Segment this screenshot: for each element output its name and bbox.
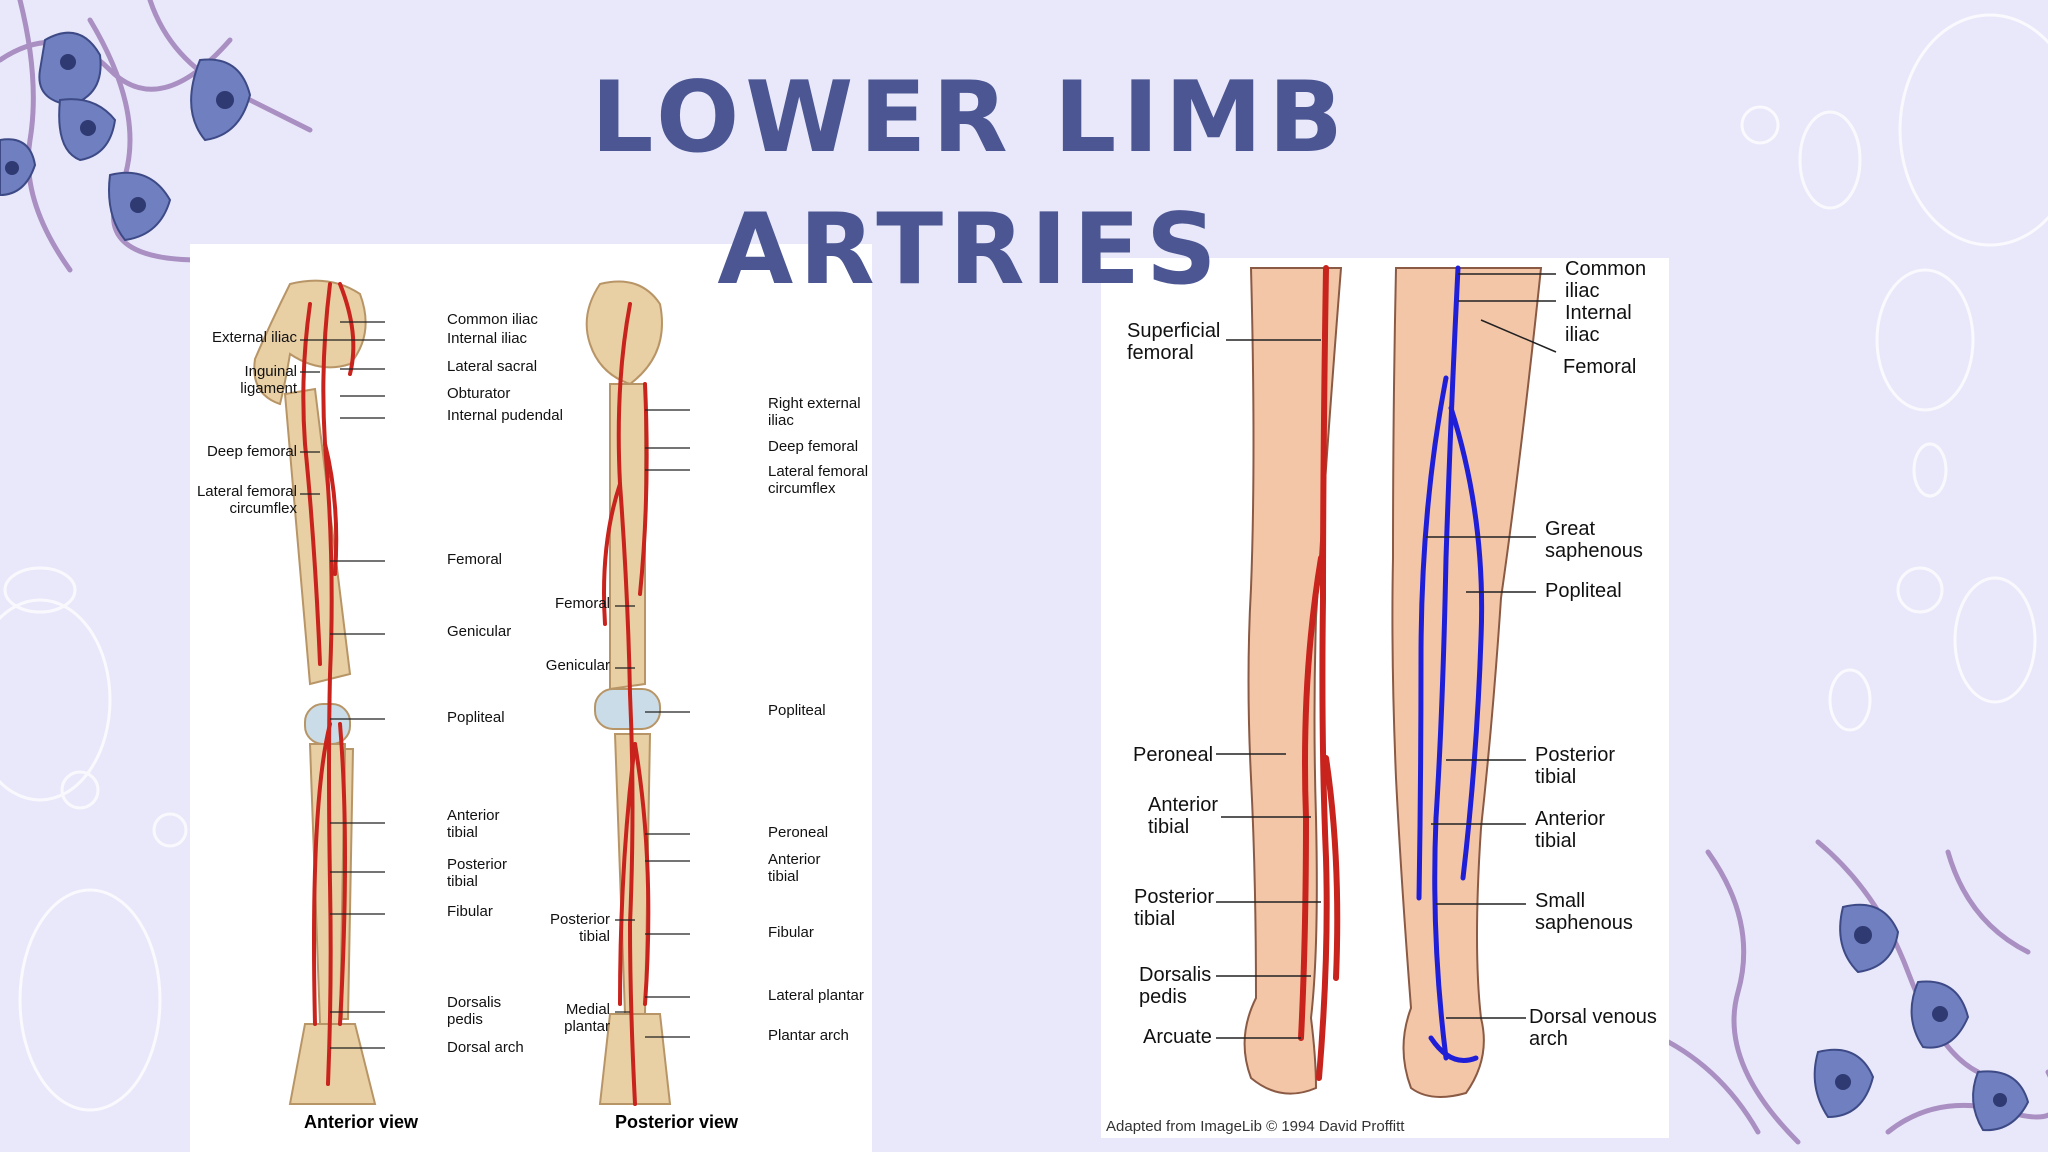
- label-internal-pudendal: Internal pudendal: [447, 407, 563, 424]
- label-anterior-tibial: Anterior tibial: [447, 807, 500, 841]
- label-deep-femoral: Deep femoral: [206, 443, 297, 460]
- label-dorsalis-pedis-artery: Dorsalis pedis: [1139, 964, 1212, 1008]
- label-posterior-tibial-vein: Posterior tibial: [1535, 744, 1616, 788]
- label-dorsal-venous-arch: Dorsal venous arch: [1529, 1006, 1657, 1050]
- label-internal-iliac: Internal iliac: [447, 330, 528, 347]
- label-post-lateral-plantar: Lateral plantar: [768, 987, 864, 1004]
- anterior-posterior-artery-diagram: External iliac Inguinal ligament Deep fe…: [190, 244, 872, 1152]
- legs-artery-vein-illustration: [1216, 265, 1557, 1098]
- label-superficial-femoral: Superficial femoral: [1127, 320, 1221, 364]
- caption-posterior-view: Posterior view: [615, 1112, 739, 1132]
- label-post-popliteal: Popliteal: [768, 702, 826, 719]
- label-popliteal: Popliteal: [447, 709, 505, 726]
- label-post-anterior-tibial: Anterior tibial: [768, 851, 821, 885]
- label-lateral-sacral: Lateral sacral: [447, 358, 538, 375]
- label-post-posterior-tibial: Posterior tibial: [549, 911, 610, 945]
- decorative-cells-top-left: [0, 0, 313, 273]
- anterior-pelvis: [253, 279, 367, 406]
- image-credit: Adapted from ImageLib © 1994 David Proff…: [1106, 1118, 1405, 1135]
- label-lateral-femoral-circumflex: Lateral femoral circumflex: [196, 483, 297, 517]
- label-post-deep-femoral: Deep femoral: [768, 438, 859, 455]
- anterior-foot: [288, 1023, 377, 1105]
- label-post-medial-plantar: Medial plantar: [564, 1001, 610, 1035]
- right-diagram-veins: [1416, 265, 1485, 1063]
- label-small-saphenous: Small saphenous: [1535, 890, 1633, 934]
- label-posterior-tibial: Posterior tibial: [447, 856, 508, 890]
- leader-lines: [300, 321, 690, 1049]
- label-common-iliac-vein: Common iliac: [1565, 258, 1647, 302]
- title-line-2: ARTRIES: [717, 193, 1223, 307]
- slide-title: LOWER LIMB ARTRIES: [560, 52, 1380, 316]
- right-leg-skin: [1391, 267, 1543, 1098]
- label-post-femoral: Femoral: [554, 595, 610, 612]
- label-peroneal: Peroneal: [1133, 744, 1214, 766]
- label-anterior-tibial-artery: Anterior tibial: [1148, 794, 1219, 838]
- leg-artery-illustration: [253, 279, 690, 1106]
- title-line-1: LOWER LIMB: [590, 61, 1349, 175]
- label-external-iliac: External iliac: [211, 329, 297, 346]
- label-right-external-iliac: Right external iliac: [768, 395, 861, 429]
- label-post-peroneal: Peroneal: [768, 824, 829, 841]
- label-post-plantar-arch: Plantar arch: [768, 1027, 849, 1044]
- label-post-lateral-femoral-circumflex: Lateral femoral circumflex: [768, 463, 869, 497]
- label-anterior-tibial-vein: Anterior tibial: [1535, 808, 1606, 852]
- left-leg-skin: [1243, 267, 1343, 1095]
- posterior-knee: [594, 688, 661, 730]
- label-common-iliac: Common iliac: [447, 311, 538, 328]
- label-dorsalis-pedis: Dorsalis pedis: [447, 994, 502, 1028]
- label-obturator: Obturator: [447, 385, 511, 402]
- label-dorsal-arch: Dorsal arch: [447, 1039, 524, 1056]
- label-great-saphenous: Great saphenous: [1545, 518, 1643, 562]
- label-internal-iliac-vein: Internal iliac: [1565, 302, 1632, 346]
- label-femoral: Femoral: [447, 551, 503, 568]
- label-inguinal-ligament: Inguinal ligament: [240, 363, 297, 397]
- label-genicular: Genicular: [447, 623, 512, 640]
- label-popliteal-vein: Popliteal: [1545, 580, 1622, 602]
- label-posterior-tibial-artery: Posterior tibial: [1134, 886, 1215, 930]
- label-fibular: Fibular: [447, 903, 493, 920]
- right-leader-lines: [1216, 273, 1557, 1039]
- label-femoral-vein: Femoral: [1563, 356, 1637, 378]
- label-arcuate: Arcuate: [1143, 1026, 1212, 1048]
- label-post-genicular: Genicular: [545, 657, 610, 674]
- artery-vein-comparison-diagram: Superficial femoral Peroneal Anterior ti…: [1101, 258, 1669, 1138]
- caption-anterior-view: Anterior view: [304, 1112, 419, 1132]
- arteries: [301, 282, 651, 1106]
- label-post-fibular: Fibular: [768, 924, 814, 941]
